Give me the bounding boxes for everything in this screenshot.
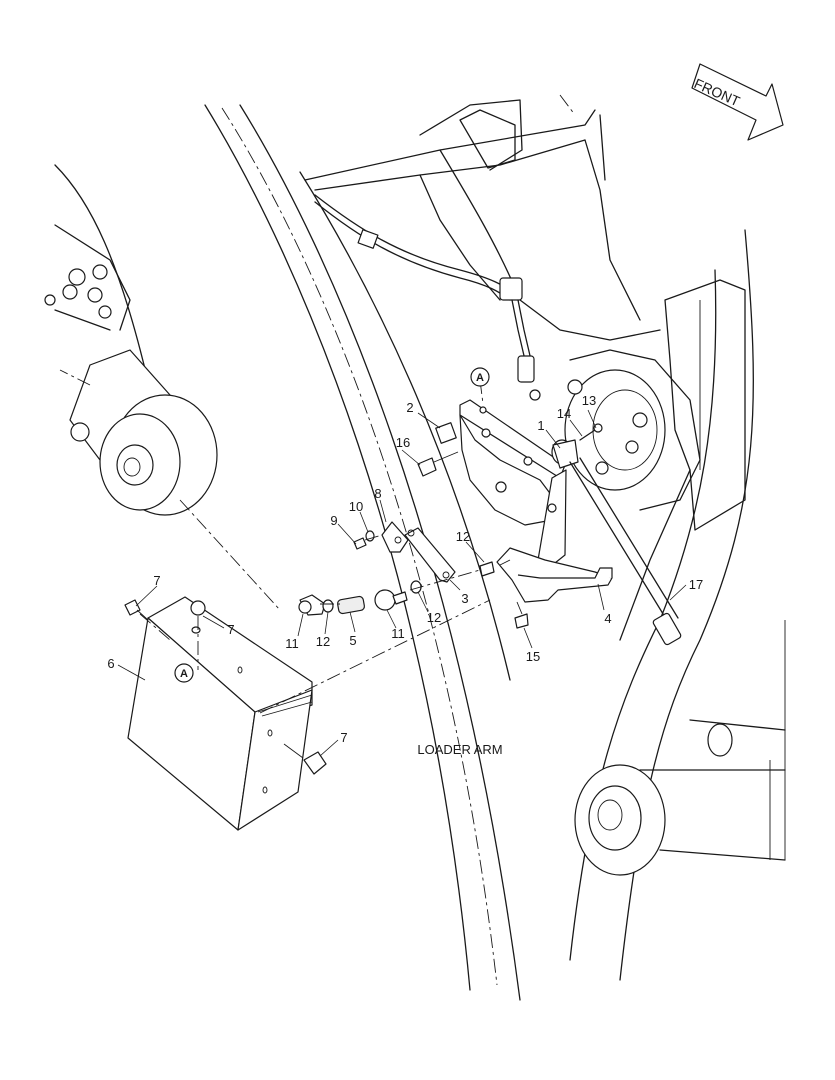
callout-14: 14 bbox=[557, 406, 571, 421]
callout-12-left: 12 bbox=[316, 634, 330, 649]
reference-callout-a-top: A bbox=[470, 367, 490, 387]
sensor-linkage-assembly bbox=[298, 399, 682, 646]
callout-6: 6 bbox=[107, 656, 114, 671]
callout-7-bottom: 7 bbox=[340, 730, 347, 745]
front-direction-arrow: FRONT bbox=[691, 63, 784, 141]
callout-10: 10 bbox=[349, 499, 363, 514]
callout-11-right: 11 bbox=[391, 626, 405, 641]
callout-1: 1 bbox=[537, 418, 544, 433]
callout-12-right: 12 bbox=[427, 610, 441, 625]
loader-arm-structure bbox=[44, 94, 786, 1001]
callout-a-label: A bbox=[180, 668, 188, 680]
callout-16: 16 bbox=[396, 435, 410, 450]
callout-9: 9 bbox=[330, 513, 337, 528]
callout-a-label: A bbox=[476, 372, 484, 384]
callout-17: 17 bbox=[689, 577, 703, 592]
callout-13: 13 bbox=[582, 393, 596, 408]
loader-arm-label: LOADER ARM bbox=[417, 742, 502, 757]
part-number-labels: 1 2 3 4 5 6 7 7 7 8 9 10 11 11 12 12 12 … bbox=[107, 393, 703, 745]
leader-lines bbox=[117, 409, 687, 757]
callout-5: 5 bbox=[349, 633, 356, 648]
callout-15: 15 bbox=[526, 649, 540, 664]
callout-8: 8 bbox=[374, 486, 381, 501]
callout-4: 4 bbox=[604, 611, 611, 626]
callout-11-left: 11 bbox=[285, 636, 299, 651]
callout-2: 2 bbox=[406, 400, 413, 415]
reference-lines bbox=[139, 379, 511, 714]
callout-7-mid: 7 bbox=[227, 622, 234, 637]
callout-3: 3 bbox=[461, 591, 468, 606]
reference-callout-a-bottom: A bbox=[174, 663, 194, 683]
cover-box bbox=[124, 596, 327, 831]
callout-12-top: 12 bbox=[456, 529, 470, 544]
callout-7-top: 7 bbox=[153, 573, 160, 588]
